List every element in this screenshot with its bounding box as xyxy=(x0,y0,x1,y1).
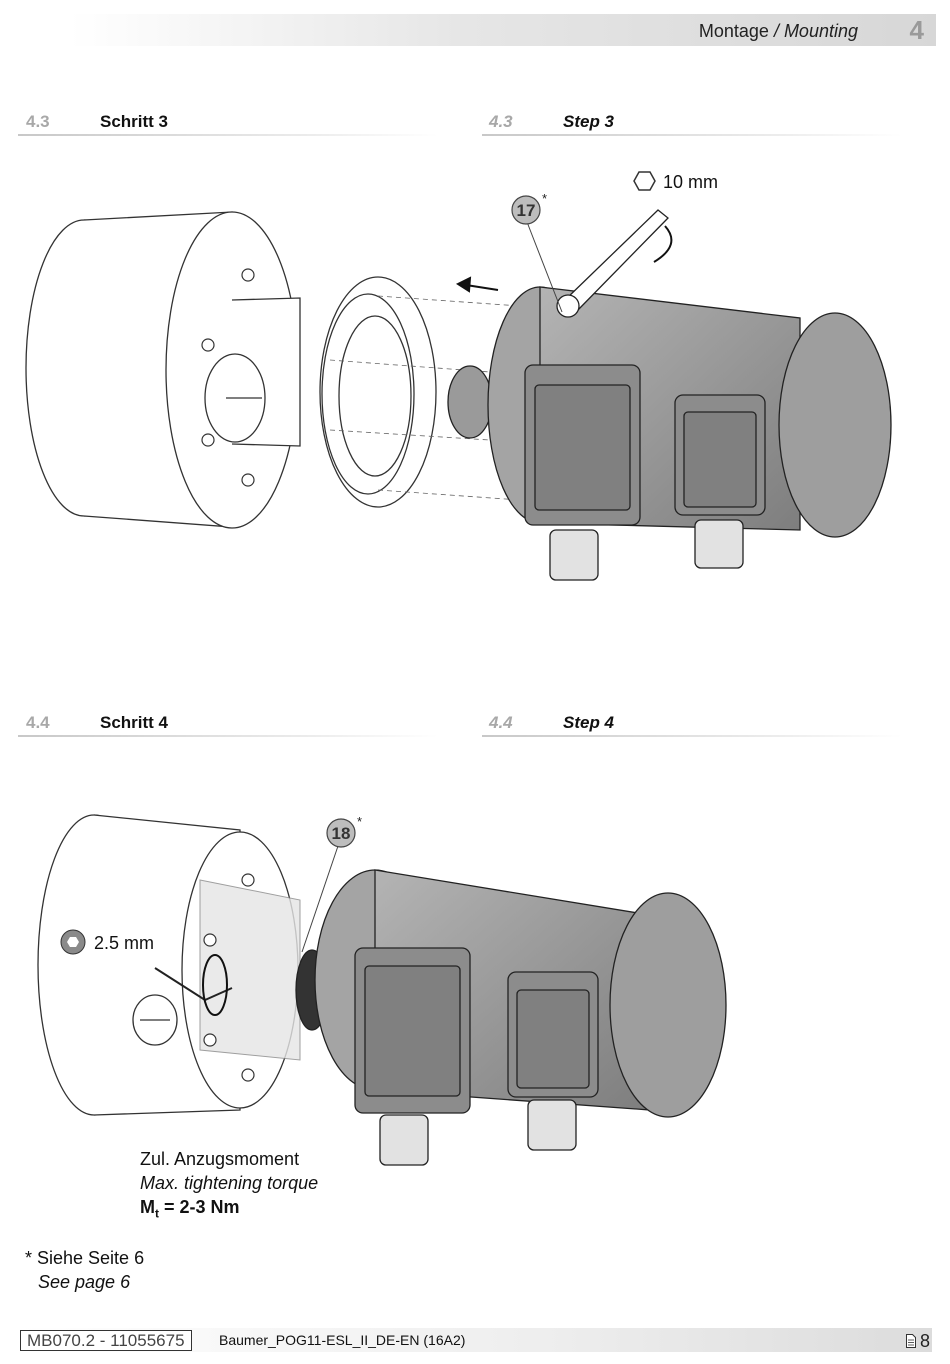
callout-star: * xyxy=(542,191,547,206)
section-title-en: Step 4 xyxy=(563,713,615,732)
section-title-de: Schritt 4 xyxy=(100,713,169,732)
torque-label-de: Zul. Anzugsmoment xyxy=(140,1149,300,1169)
step3-illustration: 17 * 10 mm xyxy=(25,171,892,581)
guide-lines xyxy=(329,295,521,501)
step4-illustration: 18 * 2.5 mm xyxy=(37,814,727,1166)
callout-number: 17 xyxy=(517,201,536,220)
move-arrow xyxy=(455,276,499,293)
footnote-de: * Siehe Seite 6 xyxy=(25,1248,145,1268)
section-number-de: 4.3 xyxy=(26,112,50,131)
callout-leader xyxy=(301,845,339,953)
callout-number: 18 xyxy=(332,824,351,843)
header-title-de: Montage xyxy=(698,21,769,41)
torque-value: = 2-3 Nm xyxy=(164,1197,240,1217)
section-rule xyxy=(18,735,438,737)
machine-housing xyxy=(25,211,301,529)
housing-bolts xyxy=(203,873,255,1082)
header-bar xyxy=(70,14,936,46)
callout-circle xyxy=(511,195,541,225)
chapter-number: 4 xyxy=(909,15,924,45)
torque-spec: Zul. Anzugsmoment Max. tightening torque… xyxy=(140,1147,318,1226)
torque-symbol: M xyxy=(140,1197,155,1217)
section-title-en: Step 3 xyxy=(563,112,615,131)
housing-bolts xyxy=(201,268,255,487)
section-rule xyxy=(18,134,438,136)
header-title: Montage / Mounting xyxy=(699,21,858,42)
transparent-flange xyxy=(199,879,301,1061)
adapter-flange xyxy=(319,276,437,508)
document-name: Baumer_POG11-ESL_II_DE-EN (16A2) xyxy=(219,1332,466,1348)
torque-label-en: Max. tightening torque xyxy=(140,1173,319,1193)
footnote: * Siehe Seite 6 See page 6 xyxy=(25,1246,144,1294)
section-rule xyxy=(482,735,902,737)
wrench xyxy=(556,209,669,318)
document-id: MB070.2 - 11055675 xyxy=(20,1330,192,1351)
rotation-arrow xyxy=(202,954,228,1016)
callout-star: * xyxy=(357,814,362,829)
encoder-body xyxy=(447,286,892,581)
encoder-body xyxy=(295,869,727,1166)
hex-wrench-icon xyxy=(633,171,656,191)
page-icon xyxy=(906,1334,916,1348)
rotation-arrow xyxy=(653,225,673,263)
callout-leader xyxy=(526,221,563,313)
torque-symbol-sub: t xyxy=(155,1206,159,1221)
hex-key-inner-icon xyxy=(67,937,79,947)
footnote-en: See page 6 xyxy=(38,1272,131,1292)
page-number: 8 xyxy=(919,1331,930,1351)
callout-circle xyxy=(326,818,356,848)
tool-size: 10 mm xyxy=(663,172,718,192)
section-number-en: 4.3 xyxy=(489,112,513,131)
section-rule xyxy=(482,134,902,136)
section-number-en: 4.4 xyxy=(489,713,513,732)
section-number-de: 4.4 xyxy=(26,713,50,732)
tool-size: 2.5 mm xyxy=(94,933,154,953)
section-title-de: Schritt 3 xyxy=(100,112,169,131)
torque-value-line: Mt = 2-3 Nm xyxy=(140,1195,318,1226)
header-title-en: / Mounting xyxy=(773,21,858,41)
